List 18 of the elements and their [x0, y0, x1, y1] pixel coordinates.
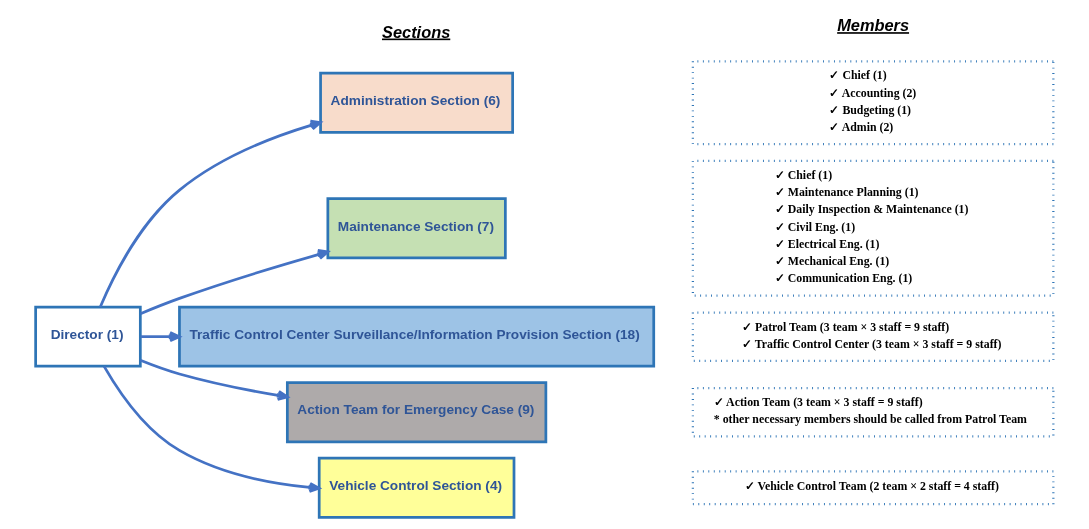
node-box: Administration Section (6) [319, 71, 514, 134]
arrow [99, 119, 322, 308]
node-box: Action Team for Emergency Case (9) [285, 381, 548, 444]
label: Sections [382, 22, 451, 41]
node-box: ✓ Chief (1) ✓ Accounting (2) ✓ Budgeting (1) ✓ Admin (2) [691, 60, 1055, 146]
node-box: ✓ Vehicle Control Team (2 team × 2 staff = 4 staff) [691, 470, 1055, 506]
label: Members [837, 16, 910, 35]
node-box: ✓ Patrol Team (3 team × 3 staff = 9 staff) ✓ Traffic Control Center (3 team × 3 staff = 9 staff) [691, 311, 1055, 362]
arrow [139, 249, 330, 315]
arrow [102, 365, 321, 493]
node-box: Director (1) [34, 305, 142, 368]
node-box: Traffic Control Center Surveillance/Information Provision Section (18) [178, 305, 656, 368]
arrow [140, 331, 181, 343]
node-box: Vehicle Control Section (4) [317, 456, 516, 519]
node-box: ✓ Chief (1) ✓ Maintenance Planning (1) ✓ Daily Inspection & Maintenance (1) ✓ Civil Eng. (1) ✓ Electrical Eng. (1) ✓ Mechanical Eng. (1) ✓ Communication Eng. (1) [691, 159, 1055, 297]
node-box: Maintenance Section (7) [326, 197, 507, 260]
arrow [139, 359, 289, 401]
node-box: ✓ Action Team (3 team × 3 staff = 9 staff) * other necessary members should be called from Patrol Team [691, 386, 1055, 438]
